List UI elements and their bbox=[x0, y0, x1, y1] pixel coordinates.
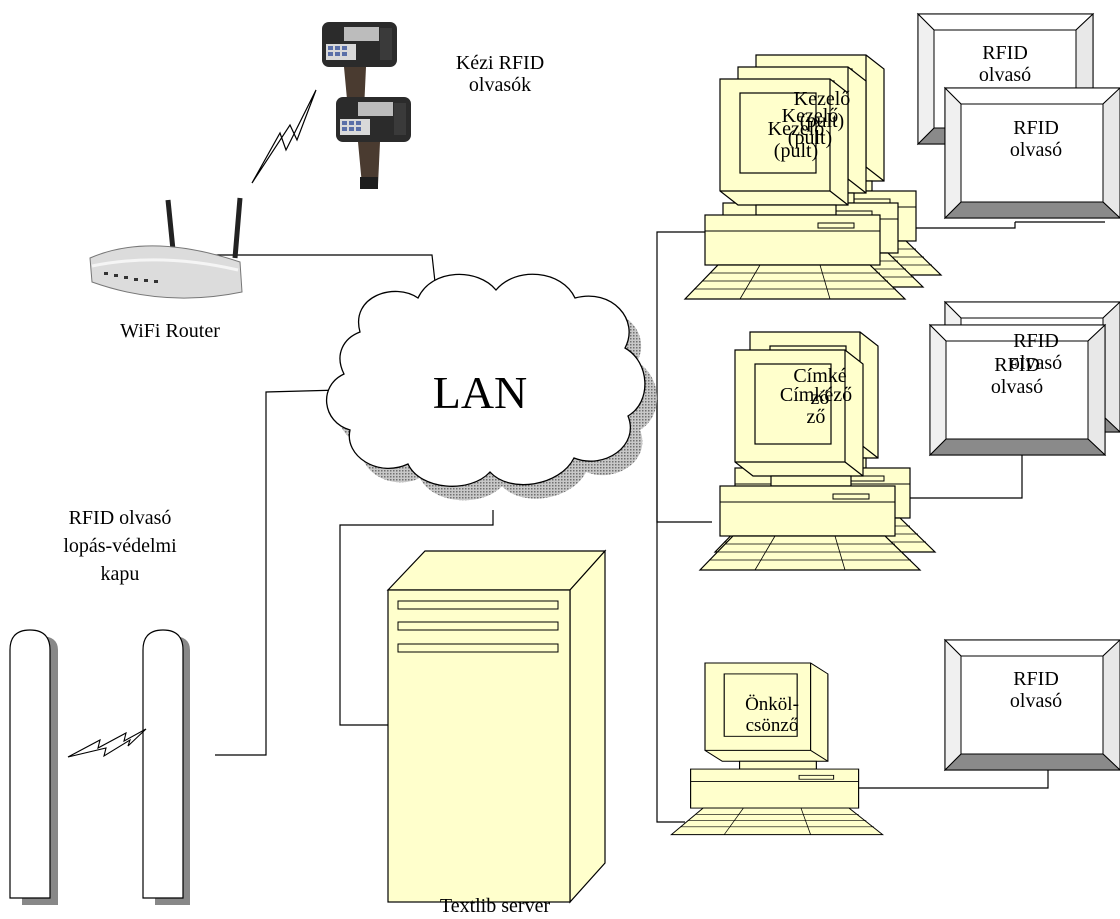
rfid-reader-label: RFID olvasó bbox=[986, 668, 1086, 713]
label-line: ző bbox=[806, 406, 826, 429]
selfcheck-computer-icon bbox=[670, 662, 884, 836]
label-line: olvasó bbox=[978, 64, 1032, 87]
label-line: Kézi RFID bbox=[455, 52, 545, 74]
label-line: RFID bbox=[1013, 330, 1059, 352]
wifi-router-label: WiFi Router bbox=[120, 320, 220, 342]
label-line: Kezelő bbox=[781, 105, 839, 127]
label-line: (pult) bbox=[787, 127, 833, 150]
rfid-reader-label: RFID olvasó bbox=[955, 42, 1055, 87]
label-line: Kezelő bbox=[767, 118, 825, 140]
labeler-label: Címkéző ző bbox=[766, 384, 866, 429]
labeler-label: Címké ző bbox=[770, 365, 870, 410]
label-line: lopás-védelmi bbox=[63, 535, 177, 557]
label-line: olvasók bbox=[468, 74, 532, 97]
label-line: olvasó bbox=[1009, 690, 1063, 713]
label-line: RFID bbox=[1013, 117, 1059, 139]
handheld-readers-label: Kézi RFID olvasók bbox=[420, 52, 580, 97]
label-line: RFID olvasó bbox=[68, 507, 172, 529]
label-line: Címkéző bbox=[779, 384, 853, 406]
security-gate-icon bbox=[9, 629, 190, 905]
label-line: olvasó bbox=[1009, 352, 1063, 375]
label-line: (pult) bbox=[799, 110, 845, 133]
handheld-reader-icon bbox=[336, 97, 411, 189]
lan-cloud-icon bbox=[326, 273, 657, 501]
operator-label: Kezelő (pult) bbox=[772, 88, 872, 133]
label-line: kapu bbox=[100, 563, 140, 585]
rfid-reader-label: RFID olvasó bbox=[967, 354, 1067, 399]
operator-label: Kezelő (pult) bbox=[760, 105, 860, 150]
label-line: olvasó bbox=[1009, 139, 1063, 162]
label-line: RFID bbox=[982, 42, 1028, 64]
label-line: ző bbox=[810, 387, 830, 410]
lan-label: LAN bbox=[432, 367, 528, 418]
wireless-signal-icon bbox=[251, 89, 317, 184]
rfid-reader-label: RFID olvasó bbox=[986, 117, 1086, 162]
label-line: Önköl- bbox=[745, 694, 799, 715]
label-line: RFID bbox=[1013, 668, 1059, 690]
label-line: RFID bbox=[994, 354, 1040, 376]
security-gate-label: RFID olvasó lopás-védelmi kapu bbox=[20, 504, 220, 588]
label-line: olvasó bbox=[990, 376, 1044, 399]
operator-label: Kezelő (pult) bbox=[746, 118, 846, 163]
server-label: Textlib server bbox=[439, 895, 551, 917]
rfid-reader-label: RFID olvasó bbox=[986, 330, 1086, 375]
label-line: Kezelő bbox=[793, 88, 851, 110]
server-icon bbox=[386, 549, 607, 904]
wifi-router-icon bbox=[89, 197, 243, 299]
label-line: Címké bbox=[793, 365, 847, 387]
label-line: (pult) bbox=[773, 140, 819, 163]
label-line: csönző bbox=[745, 715, 799, 737]
selfcheck-label: Önköl- csönző bbox=[722, 694, 822, 737]
